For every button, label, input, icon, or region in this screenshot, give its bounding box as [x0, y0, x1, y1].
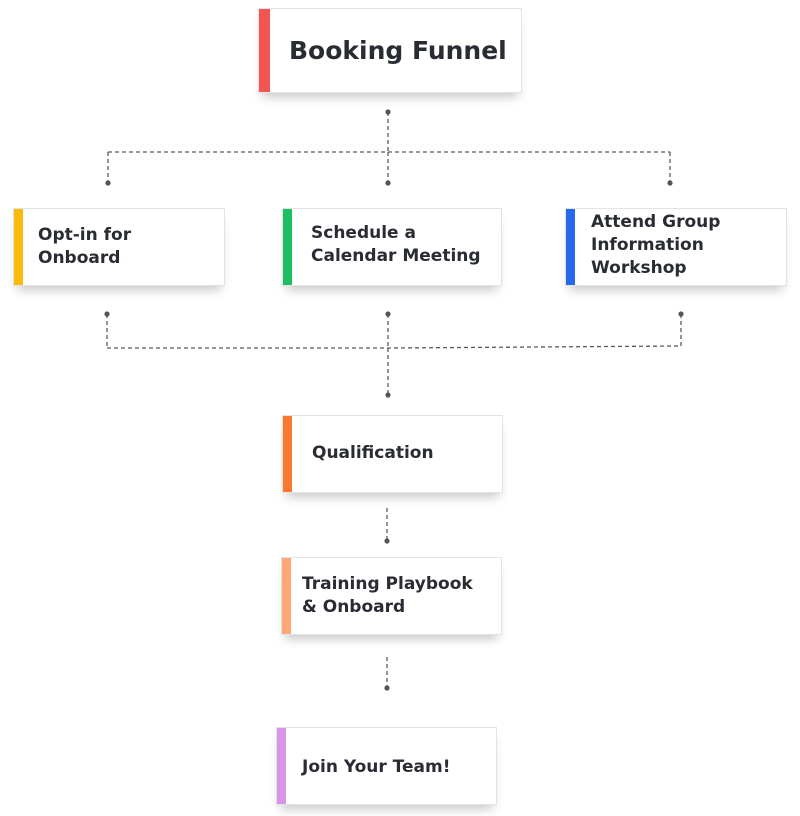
- node-label: Schedule a Calendar Meeting: [311, 223, 481, 266]
- node-label: Training Playbook & Onboard: [302, 574, 473, 617]
- connector-dot: [385, 311, 391, 317]
- connector-dot: [384, 538, 390, 544]
- connector-dot: [678, 311, 684, 317]
- connector-dot: [104, 311, 110, 317]
- connector-bottom-bus: [107, 345, 682, 349]
- node-booking-funnel: Booking Funnel: [258, 8, 522, 93]
- node-accent-bar: [277, 728, 286, 804]
- node-accent-bar: [259, 9, 270, 92]
- connector-dot: [667, 180, 673, 186]
- node-label: Join Your Team!: [302, 757, 451, 777]
- node-training-playbook: Training Playbook & Onboard: [281, 557, 502, 635]
- node-schedule: Schedule a Calendar Meeting: [282, 208, 502, 286]
- node-join-team: Join Your Team!: [276, 727, 497, 805]
- node-attend-workshop: Attend Group Information Workshop: [565, 208, 787, 286]
- node-accent-bar: [14, 209, 23, 285]
- connector-dot: [384, 685, 390, 691]
- node-label: Booking Funnel: [289, 36, 507, 65]
- connector-dot: [105, 180, 111, 186]
- connector-dot: [385, 392, 391, 398]
- node-accent-bar: [283, 416, 292, 492]
- node-opt-in: Opt-in for Onboard: [13, 208, 225, 286]
- node-label: Qualification: [312, 443, 434, 463]
- connector-dot: [385, 109, 391, 115]
- node-label: Opt-in for Onboard: [38, 225, 132, 268]
- connector-dot: [385, 180, 391, 186]
- node-accent-bar: [283, 209, 292, 285]
- node-accent-bar: [566, 209, 575, 285]
- node-label: Attend Group Information Workshop: [591, 212, 721, 278]
- node-accent-bar: [282, 558, 291, 634]
- node-qualification: Qualification: [282, 415, 503, 493]
